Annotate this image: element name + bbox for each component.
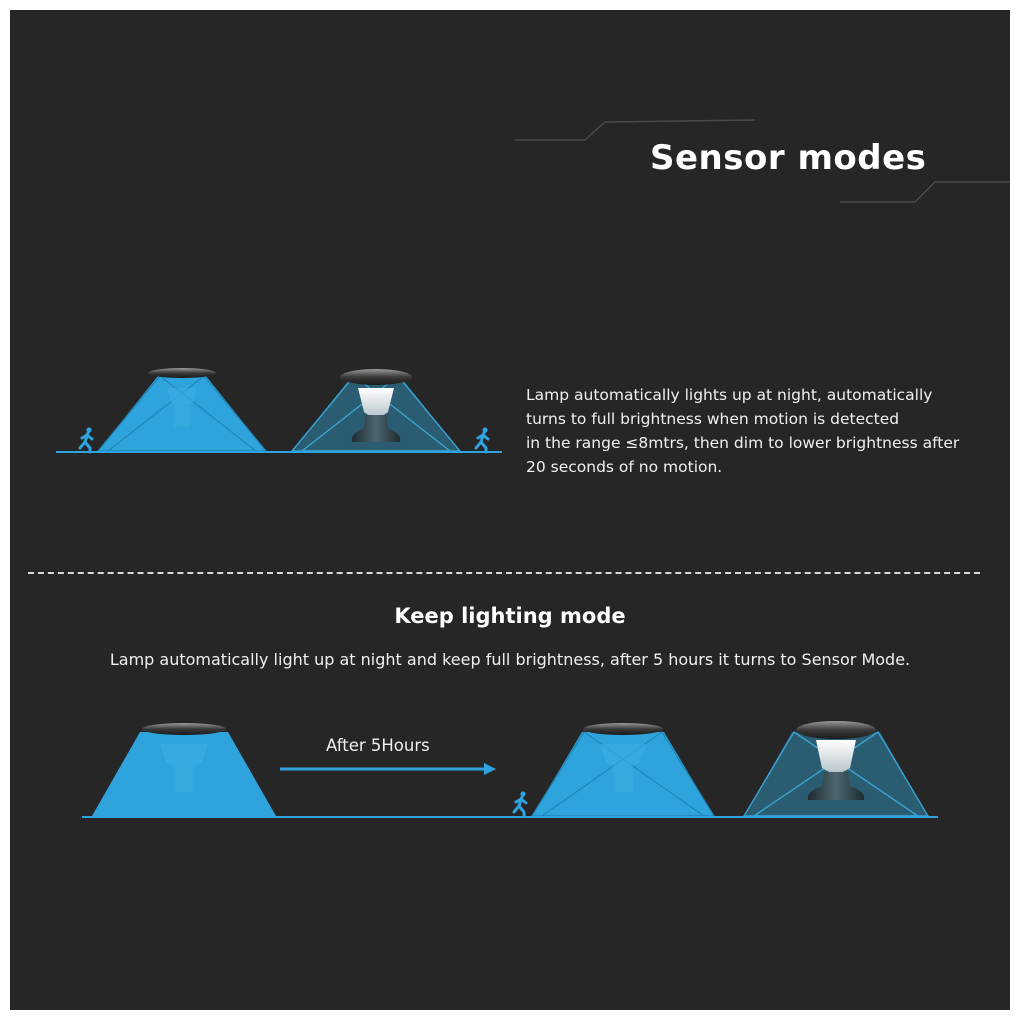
decor-lines xyxy=(515,119,1010,203)
arrow-right-icon xyxy=(280,763,496,775)
keep-lighting-description: Lamp automatically light up at night and… xyxy=(109,650,911,669)
keep-lighting-heading: Keep lighting mode xyxy=(394,604,626,628)
description-line: 20 seconds of no motion. xyxy=(526,458,723,476)
lamp-dimmed-1 xyxy=(290,369,462,452)
running-person-icon xyxy=(474,425,490,454)
sensor-mode-description: Lamp automatically lights up at night, a… xyxy=(526,383,966,479)
page-title: Sensor modes xyxy=(650,138,927,178)
running-person-icon xyxy=(512,789,528,818)
lamp-full-brightness-1 xyxy=(96,368,268,452)
running-person-icon xyxy=(78,425,94,454)
sensor-modes-panel: Sensor modes Lamp automatically lights u… xyxy=(10,10,1010,1010)
dashed-divider xyxy=(28,572,980,574)
description-line: turns to full brightness when motion is … xyxy=(526,410,900,428)
arrow-label: After 5Hours xyxy=(326,736,430,755)
description-line: Lamp automatically lights up at night, a… xyxy=(526,386,933,404)
illustration-canvas xyxy=(56,119,1010,818)
description-line: in the range ≤8mtrs, then dim to lower b… xyxy=(526,434,960,452)
lamp-dimmed-2 xyxy=(742,721,930,817)
lamp-full-brightness-2 xyxy=(92,723,276,816)
lamp-full-brightness-3 xyxy=(530,723,716,817)
